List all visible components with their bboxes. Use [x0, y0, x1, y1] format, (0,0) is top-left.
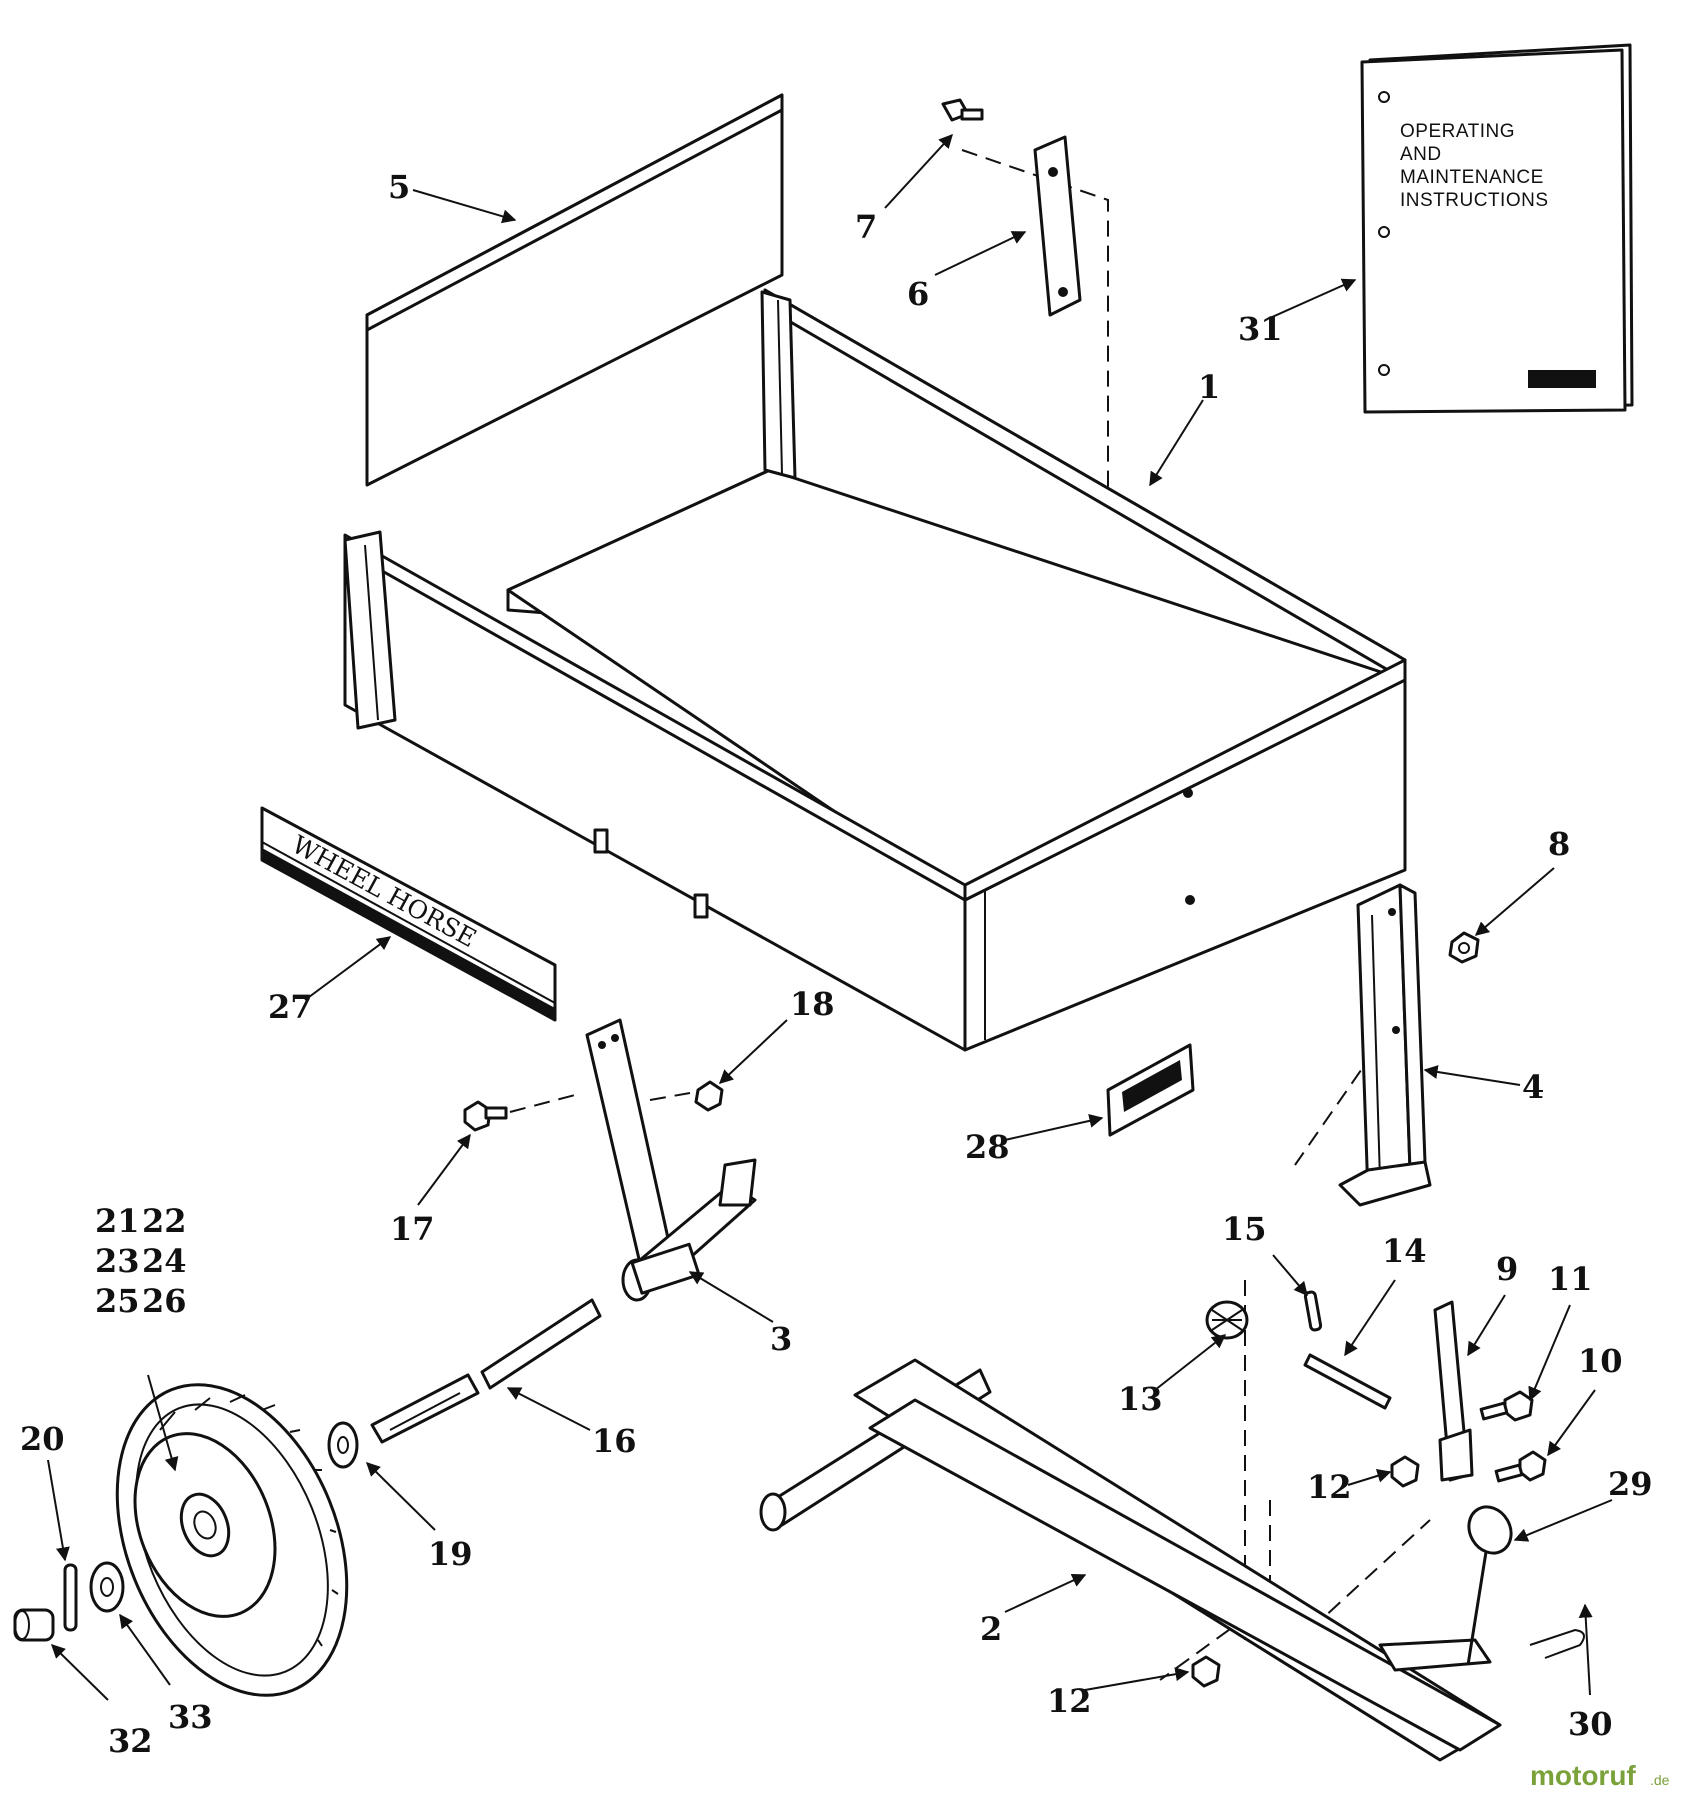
callout-1: 1: [1198, 368, 1220, 406]
part-11-bolt: [1479, 1390, 1534, 1422]
callout-6: 6: [907, 275, 929, 313]
part-14-rod: [1303, 1353, 1392, 1410]
callout-5: 5: [388, 168, 410, 206]
part-19-washer: [327, 1421, 359, 1469]
manual-title-line-2: AND: [1400, 144, 1442, 165]
watermark: motoruf .de: [1530, 1760, 1670, 1791]
callout-12-a: 12: [1307, 1468, 1352, 1506]
part-3-bracket: [585, 1018, 757, 1302]
callout-15: 15: [1222, 1210, 1267, 1248]
callout-27: 27: [268, 988, 313, 1026]
part-9-latch: [1433, 1300, 1474, 1482]
callout-24: 24: [142, 1242, 187, 1280]
callout-arrows: [47, 133, 1613, 1701]
part-32-cap: [13, 1608, 55, 1642]
callout-14: 14: [1382, 1232, 1427, 1270]
part-31-manual: OPERATING AND MAINTENANCE INSTRUCTIONS: [1360, 43, 1634, 414]
manual-title-line-4: INSTRUCTIONS: [1400, 190, 1549, 211]
part-8-nut: [1448, 931, 1480, 964]
part-28-caution-label: [1106, 1043, 1195, 1137]
wheel-assembly: [115, 1383, 349, 1697]
callout-31: 31: [1238, 310, 1283, 348]
callout-9: 9: [1496, 1250, 1518, 1288]
callout-8: 8: [1548, 825, 1570, 863]
manual-title-line-1: OPERATING: [1400, 121, 1515, 142]
callout-20: 20: [20, 1420, 65, 1458]
callout-29: 29: [1608, 1465, 1653, 1503]
manual-logo-icon: [1528, 370, 1596, 388]
part-29-ring-pin: [1466, 1505, 1513, 1666]
callout-19: 19: [428, 1535, 473, 1573]
watermark-text: motoruf: [1530, 1760, 1636, 1791]
callout-17: 17: [390, 1210, 435, 1248]
part-18-nut: [694, 1080, 724, 1112]
part-30-hairpin: [1529, 1628, 1585, 1659]
callout-3: 3: [770, 1320, 792, 1358]
part-33-washer: [89, 1561, 125, 1613]
part-10-bolt: [1494, 1450, 1547, 1483]
callout-10: 10: [1578, 1342, 1623, 1380]
part-2-axle-frame: [759, 1358, 1502, 1762]
watermark-suffix: .de: [1650, 1772, 1670, 1788]
callout-33: 33: [168, 1698, 213, 1736]
callout-21: 21: [95, 1202, 140, 1240]
callout-4: 4: [1522, 1068, 1544, 1106]
part-4-stand: [1338, 883, 1432, 1207]
callout-25: 25: [95, 1282, 140, 1320]
part-15-pin: [1303, 1290, 1323, 1332]
callout-30: 30: [1568, 1705, 1613, 1743]
callout-26: 26: [142, 1282, 187, 1320]
decal-text: WHEEL HORSE: [287, 830, 481, 953]
callout-18: 18: [790, 985, 835, 1023]
part-7-bolt: [941, 98, 984, 122]
callout-28: 28: [965, 1128, 1010, 1166]
callout-32: 32: [108, 1722, 153, 1760]
part-5-side-board: [365, 93, 784, 487]
callout-labels: 5 7 6 31 1 8 4 28 27 18 17 3 16 19 21 22…: [20, 168, 1653, 1760]
manual-title-line-3: MAINTENANCE: [1400, 167, 1544, 188]
callout-7: 7: [855, 208, 877, 246]
callout-11: 11: [1548, 1260, 1593, 1298]
callout-2: 2: [980, 1610, 1002, 1648]
callout-23: 23: [95, 1242, 140, 1280]
callout-13: 13: [1118, 1380, 1163, 1418]
part-6-strap: [1033, 135, 1082, 317]
callout-12-b: 12: [1047, 1682, 1092, 1720]
part-12-nut-a: [1390, 1455, 1420, 1488]
part-16-axle: [370, 1298, 602, 1444]
part-1-cart-box: [343, 288, 1407, 1052]
part-20-pin: [63, 1563, 78, 1632]
callout-22: 22: [142, 1202, 187, 1240]
part-17-bolt: [463, 1100, 508, 1132]
callout-16: 16: [592, 1422, 637, 1460]
part-13-spring: [1205, 1300, 1249, 1340]
part-12-nut-b: [1191, 1655, 1221, 1688]
